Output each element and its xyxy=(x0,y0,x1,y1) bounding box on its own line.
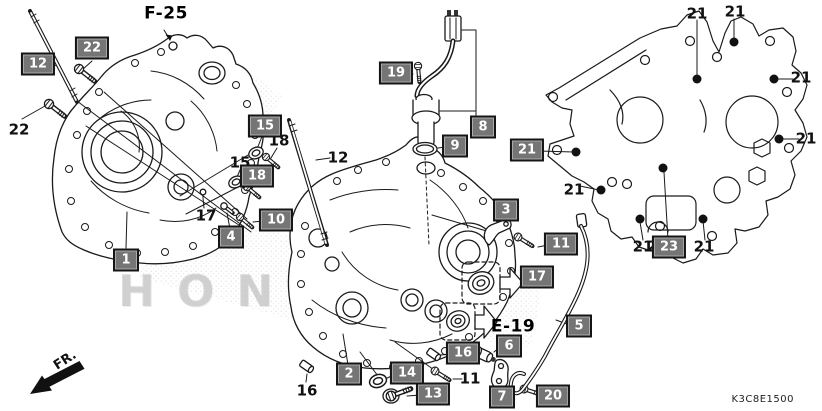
callout-text-12: 12 xyxy=(327,148,349,167)
callout-box-23[interactable]: 23 xyxy=(651,235,687,259)
callout-text-22: 22 xyxy=(8,120,30,139)
callout-text-11: 11 xyxy=(459,369,481,388)
callout-box-19[interactable]: 19 xyxy=(378,61,414,85)
fr-arrow-icon xyxy=(30,361,85,394)
callout-box-1[interactable]: 1 xyxy=(113,248,139,272)
callout-box-18[interactable]: 18 xyxy=(239,164,275,188)
f25-bolt xyxy=(168,41,178,51)
sensor-drawing xyxy=(411,10,462,157)
callout-box-15[interactable]: 15 xyxy=(247,114,283,138)
gasket-bolt-holes xyxy=(547,35,795,242)
callout-box-3[interactable]: 3 xyxy=(493,198,519,222)
callout-box-9[interactable]: 9 xyxy=(442,134,468,158)
callout-box-4[interactable]: 4 xyxy=(218,225,244,249)
callout-text-21: 21 xyxy=(686,4,708,23)
callout-text-21: 21 xyxy=(795,129,817,148)
seal-callout-17 xyxy=(461,261,524,305)
callout-box-12[interactable]: 12 xyxy=(20,52,56,76)
callout-box-13[interactable]: 13 xyxy=(415,382,451,406)
callout-box-21[interactable]: 21 xyxy=(509,138,545,162)
breather-tube-drawing xyxy=(508,212,590,396)
callout-text-21: 21 xyxy=(632,237,654,256)
callout-text-21: 21 xyxy=(724,2,746,21)
callout-text-21: 21 xyxy=(790,68,812,87)
callout-box-10[interactable]: 10 xyxy=(258,208,294,232)
see-e19-arrow-icon xyxy=(474,305,498,339)
callout-box-14[interactable]: 14 xyxy=(389,361,425,385)
callout-text-17: 17 xyxy=(195,206,217,225)
sensor-centerline xyxy=(424,156,430,246)
callout-text-21: 21 xyxy=(563,180,585,199)
callout-box-7[interactable]: 7 xyxy=(489,385,515,409)
callout-box-22[interactable]: 22 xyxy=(74,36,110,60)
screw-4 xyxy=(220,202,235,215)
callout-box-8[interactable]: 8 xyxy=(470,115,496,139)
callout-box-20[interactable]: 20 xyxy=(535,384,571,408)
callout-box-5[interactable]: 5 xyxy=(566,314,592,338)
callout-text-16: 16 xyxy=(296,381,318,400)
callout-box-6[interactable]: 6 xyxy=(496,334,522,358)
callout-box-11[interactable]: 11 xyxy=(543,232,579,256)
diagram-code: K3C8E1500 xyxy=(731,394,794,405)
gasket-drawing xyxy=(545,10,808,264)
see-17-arrow-icon xyxy=(499,267,524,299)
f25-arrowhead xyxy=(165,34,173,41)
pin-17 xyxy=(199,188,207,199)
section-ref-e-19: E-19 xyxy=(490,316,536,337)
gasket-dowel-dots xyxy=(571,37,784,224)
callout-text-21: 21 xyxy=(693,237,715,256)
seal-callout-e19 xyxy=(439,302,498,341)
callout-box-2[interactable]: 2 xyxy=(336,362,362,386)
callout-box-17[interactable]: 17 xyxy=(519,265,555,289)
callout-box-16[interactable]: 16 xyxy=(445,341,481,365)
section-ref-f-25: F-25 xyxy=(144,3,188,24)
